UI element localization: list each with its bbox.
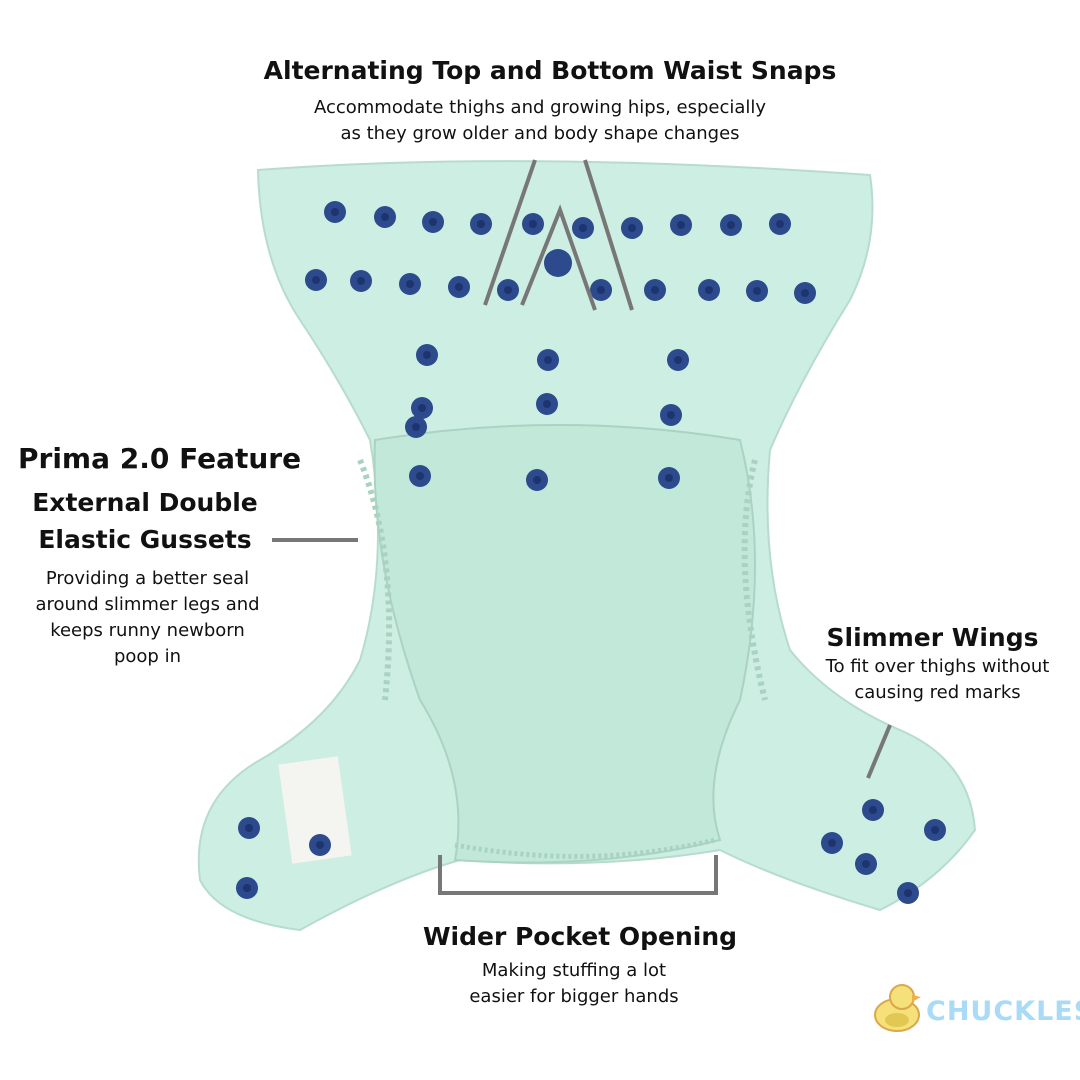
snap-center bbox=[579, 224, 587, 232]
snap-center bbox=[753, 287, 761, 295]
snap-center bbox=[418, 404, 426, 412]
snap-center bbox=[533, 476, 541, 484]
snap-center bbox=[504, 286, 512, 294]
snap-center bbox=[651, 286, 659, 294]
snap-center bbox=[412, 423, 420, 431]
gussets-desc-4: poop in bbox=[113, 646, 181, 667]
gussets-desc-1: Providing a better seal bbox=[45, 568, 250, 589]
snap-center bbox=[245, 824, 253, 832]
gussets-desc-3: keeps runny newborn bbox=[50, 620, 245, 641]
right-gusset bbox=[741, 459, 768, 701]
left-gusset bbox=[357, 458, 393, 701]
snap-center bbox=[423, 351, 431, 359]
snap-center bbox=[665, 474, 673, 482]
snap-center bbox=[477, 220, 485, 228]
snap-center bbox=[828, 839, 836, 847]
pocket-desc-1: Making stuffing a lot bbox=[481, 960, 667, 981]
snap-center bbox=[667, 411, 675, 419]
snap-center bbox=[416, 472, 424, 480]
snap-center bbox=[677, 221, 685, 229]
snap-center bbox=[543, 400, 551, 408]
waist-snaps-desc-2: as they grow older and body shape change… bbox=[340, 123, 740, 144]
feature-label: Prima 2.0 Feature bbox=[18, 442, 302, 475]
snap-center bbox=[628, 224, 636, 232]
wings-title: Slimmer Wings bbox=[826, 623, 1039, 652]
snap-center bbox=[316, 841, 324, 849]
gussets-title-1: External Double bbox=[32, 488, 258, 517]
wings-desc-1: To fit over thighs without bbox=[825, 656, 1050, 677]
snap-center bbox=[801, 289, 809, 297]
brand-tag bbox=[278, 756, 352, 864]
snap-center bbox=[243, 884, 251, 892]
pocket-panel bbox=[373, 424, 756, 864]
pocket-desc-2: easier for bigger hands bbox=[469, 986, 679, 1007]
snap-center bbox=[776, 220, 784, 228]
snap-center bbox=[727, 221, 735, 229]
snap-center bbox=[381, 213, 389, 221]
snap-center bbox=[862, 860, 870, 868]
duck-logo-icon bbox=[874, 984, 921, 1032]
wings-desc-2: causing red marks bbox=[854, 682, 1021, 703]
snap-center bbox=[931, 826, 939, 834]
snap-center bbox=[312, 276, 320, 284]
snap bbox=[544, 249, 572, 277]
snap-center bbox=[455, 283, 463, 291]
pocket-title: Wider Pocket Opening bbox=[422, 922, 738, 951]
snap-center bbox=[869, 806, 877, 814]
snaps bbox=[236, 201, 946, 904]
snap-center bbox=[357, 277, 365, 285]
snap-center bbox=[705, 286, 713, 294]
waist-snaps-title: Alternating Top and Bottom Waist Snaps bbox=[263, 56, 837, 85]
waist-snaps-desc-1: Accommodate thighs and growing hips, esp… bbox=[313, 97, 767, 118]
snap-center bbox=[674, 356, 682, 364]
snap-center bbox=[597, 286, 605, 294]
gussets-desc-2: around slimmer legs and bbox=[35, 594, 260, 615]
brand-logo-text: CHUCKLES bbox=[926, 996, 1080, 1027]
snap-center bbox=[529, 220, 537, 228]
snap-center bbox=[544, 356, 552, 364]
snap-center bbox=[331, 208, 339, 216]
snap-center bbox=[429, 218, 437, 226]
snap-center bbox=[406, 280, 414, 288]
snap-center bbox=[904, 889, 912, 897]
callout-lines bbox=[272, 159, 892, 895]
pocket-elastic bbox=[454, 837, 716, 859]
gussets-title-2: Elastic Gussets bbox=[38, 525, 252, 554]
